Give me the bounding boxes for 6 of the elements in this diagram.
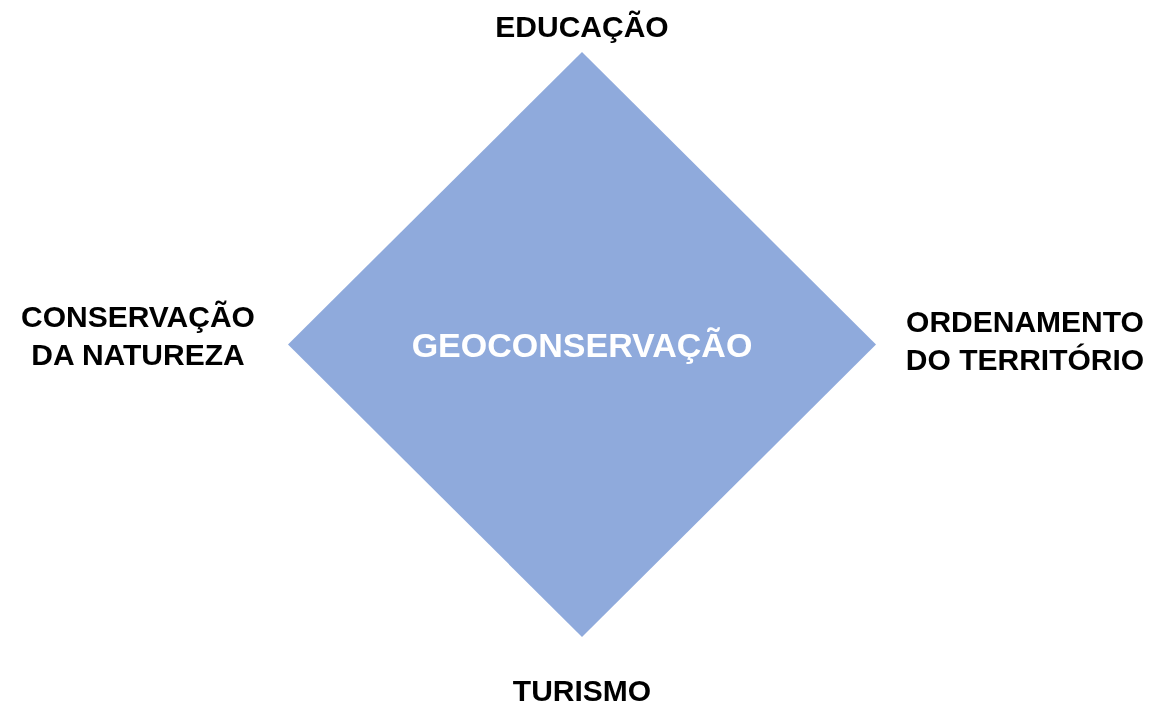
category-label: TURISMO — [511, 673, 653, 709]
diamond-shape — [288, 52, 876, 637]
category-label: EDUCAÇÃO — [494, 9, 670, 45]
category-label: CONSERVAÇÃO DA NATUREZA — [20, 299, 256, 373]
center-label: GEOCONSERVAÇÃO — [411, 325, 753, 364]
category-label: ORDENAMENTO DO TERRITÓRIO — [904, 304, 1146, 378]
